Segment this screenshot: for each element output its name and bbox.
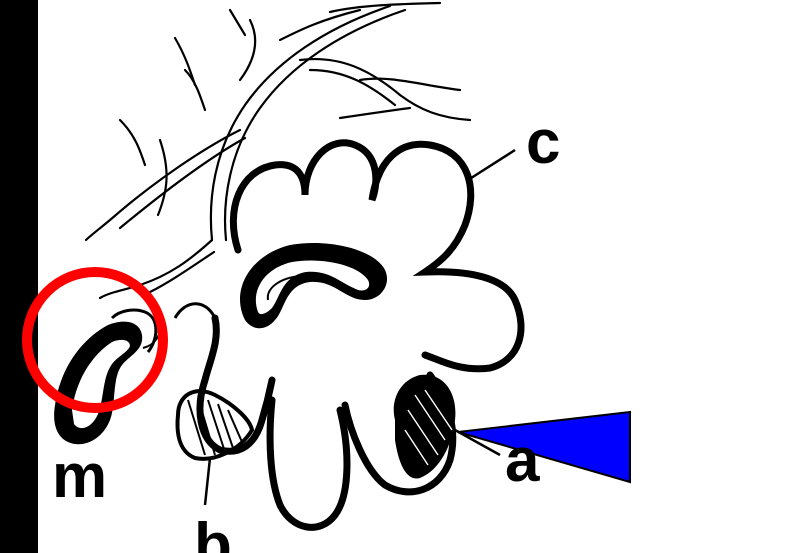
label-a: a	[505, 430, 539, 492]
label-c: c	[526, 112, 560, 174]
label-m: m	[52, 446, 107, 508]
label-b: b	[194, 515, 232, 553]
